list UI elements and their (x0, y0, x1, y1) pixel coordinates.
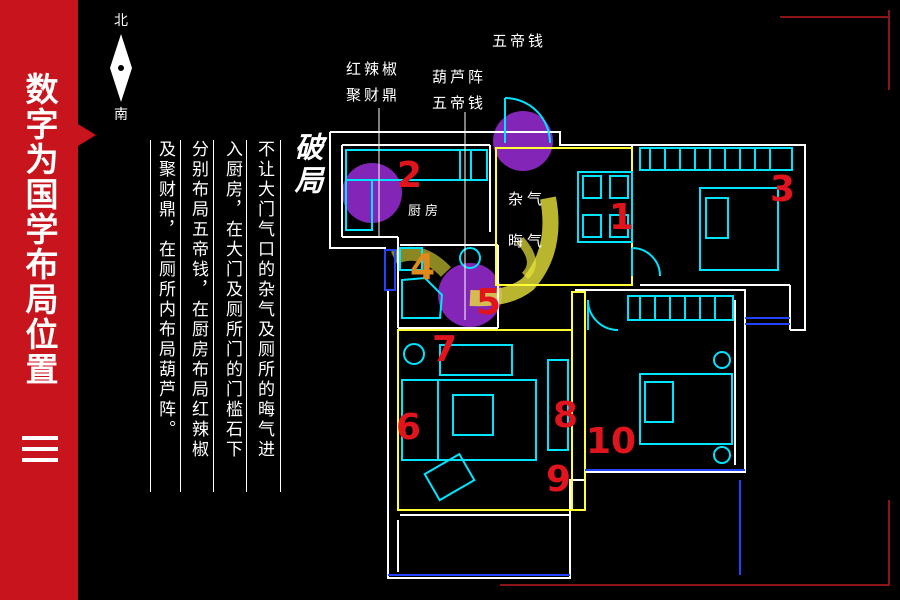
position-number: 9 (546, 459, 572, 500)
body-column-2: 入厨房，在大门及厕所门的门槛石下 (222, 140, 242, 460)
annotation-hulu: 葫芦阵 五帝钱 (432, 64, 486, 116)
body-column-4: 及聚财鼎，在厕所内布局葫芦阵。 (155, 140, 175, 440)
annotation-text: 五帝钱 (492, 32, 547, 50)
sidebar (0, 0, 78, 600)
sidebar-decoration-bars (22, 436, 58, 469)
kitchen-label: 厨房 (408, 204, 443, 219)
position-number: 10 (586, 421, 637, 462)
annotation-text: 聚财鼎 (346, 86, 401, 104)
zaqi-label: 杂气 (508, 190, 547, 208)
annotation-hongla: 红辣椒 聚财鼎 (346, 56, 400, 108)
position-number: 3 (770, 169, 796, 210)
column-rule (280, 140, 281, 492)
purple-marker (438, 263, 502, 327)
position-number: 2 (397, 155, 423, 196)
annotation-text: 红辣椒 (346, 60, 401, 78)
compass-south-label: 南 (114, 107, 128, 123)
flow-arrow (469, 196, 559, 307)
annotation-wudiqian-top: 五帝钱 (492, 28, 546, 54)
corner-frame-bottom-left (500, 584, 890, 586)
annotation-text: 葫芦阵 (432, 68, 487, 86)
position-number: 8 (553, 395, 579, 436)
body-column-1: 不让大门气口的杂气及厕所的晦气进 (254, 140, 274, 460)
corner-frame-top (780, 16, 890, 18)
column-rule (246, 140, 247, 492)
body-column-3: 分别布局五帝钱，在厨房布局红辣椒 (188, 140, 208, 460)
position-number: 4 (410, 247, 436, 288)
purple-marker (493, 111, 553, 171)
column-rule (150, 140, 151, 492)
sidebar-title: 数字为国学布局位置 (20, 72, 59, 387)
huiqi-label: 晦气 (508, 232, 547, 250)
position-number: 6 (396, 407, 422, 448)
position-number: 7 (432, 329, 458, 370)
sidebar-notch (78, 124, 96, 146)
corner-frame-right (888, 10, 890, 90)
compass-north-label: 北 (114, 13, 128, 29)
section-title: 破局 (290, 132, 324, 198)
position-number: 1 (609, 197, 635, 238)
corner-frame-bottom-right (888, 500, 890, 586)
annotation-text: 五帝钱 (432, 94, 487, 112)
position-number: 5 (476, 282, 502, 323)
column-rule (213, 140, 214, 492)
column-rule (180, 140, 181, 492)
